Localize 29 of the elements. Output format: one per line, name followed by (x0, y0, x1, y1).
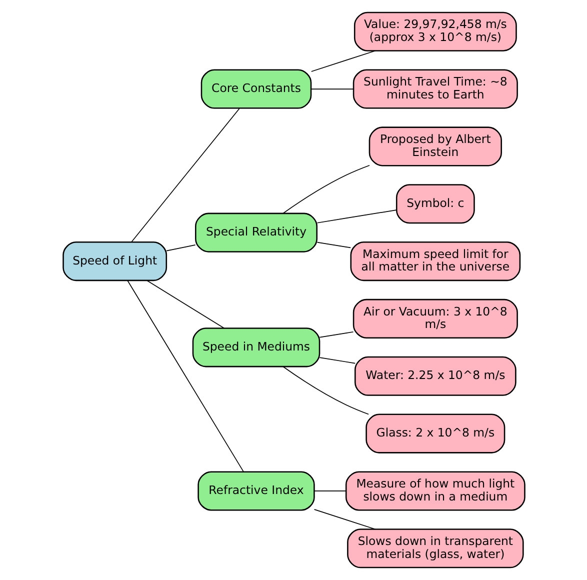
connector (310, 88, 354, 90)
connector (318, 331, 354, 338)
node-box: Glass: 2 x 10^8 m/s (365, 414, 505, 454)
connector (146, 280, 224, 329)
connector (310, 50, 375, 72)
node-box: Core Constants (200, 69, 312, 109)
connector (318, 357, 356, 364)
connector (282, 366, 368, 415)
node-box: Sunlight Travel Time: ~8 minutes to Earth (352, 69, 518, 109)
node-box: Air or Vacuum: 3 x 10^8 m/s (352, 298, 518, 338)
node-box: Speed of Light (62, 242, 167, 282)
node-box: Proposed by Albert Einstein (368, 126, 502, 166)
node-box: Special Relativity (194, 212, 317, 252)
node-box: Symbol: c (395, 184, 474, 224)
connector (313, 490, 346, 492)
node-box: Speed in Mediums (192, 328, 320, 368)
node-box: Measure of how much light slows down in a medium (344, 471, 525, 511)
connector (313, 509, 376, 530)
connector (130, 108, 240, 242)
connector (166, 244, 196, 252)
node-box: Value: 29,97,92,458 m/s (approx 3 x 10^8 m/s) (353, 12, 516, 52)
connector (316, 242, 351, 248)
connector (316, 210, 396, 224)
node-box: Refractive Index (197, 471, 314, 511)
connector (126, 280, 244, 472)
node-box: Maximum speed limit for all matter in the universe (350, 242, 520, 282)
node-box: Slows down in transparent materials (glass, water) (346, 528, 524, 568)
node-box: Water: 2.25 x 10^8 m/s (354, 356, 516, 396)
connector (282, 164, 370, 214)
